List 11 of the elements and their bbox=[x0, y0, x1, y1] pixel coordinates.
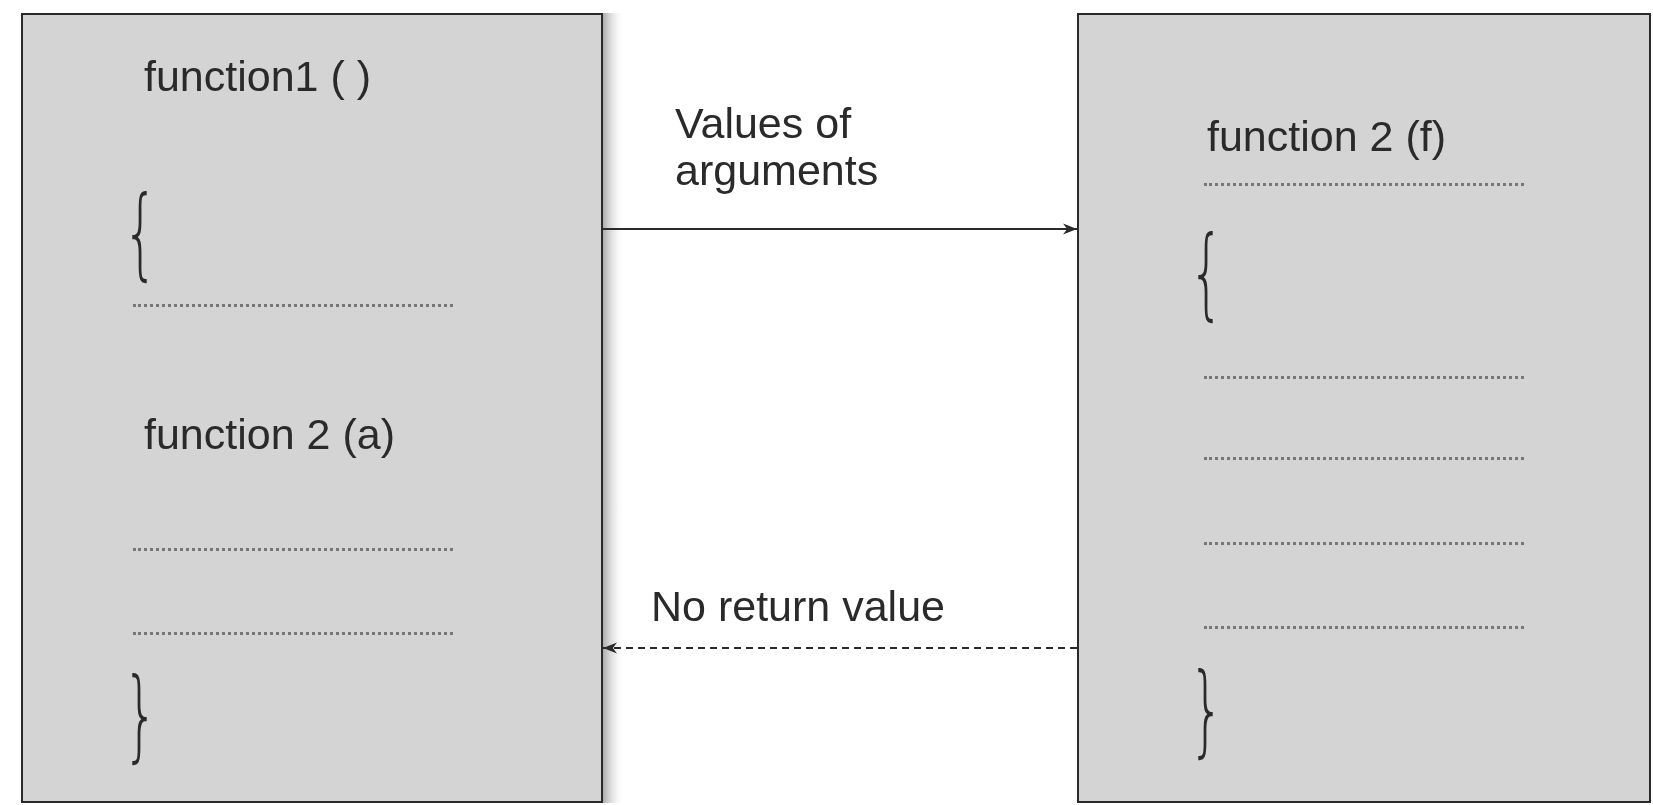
brace: } bbox=[1189, 660, 1224, 760]
code-line: function 2 (a) bbox=[144, 413, 395, 456]
arrow bbox=[602, 223, 1078, 235]
code-line: function 2 (f) bbox=[1207, 115, 1446, 158]
brace: { bbox=[123, 183, 158, 283]
arrow bbox=[602, 642, 1078, 654]
function-box bbox=[21, 13, 603, 803]
function-box bbox=[1077, 13, 1651, 803]
brace: { bbox=[1189, 223, 1224, 323]
code-line: function1 ( ) bbox=[144, 55, 372, 98]
brace: } bbox=[123, 665, 158, 765]
